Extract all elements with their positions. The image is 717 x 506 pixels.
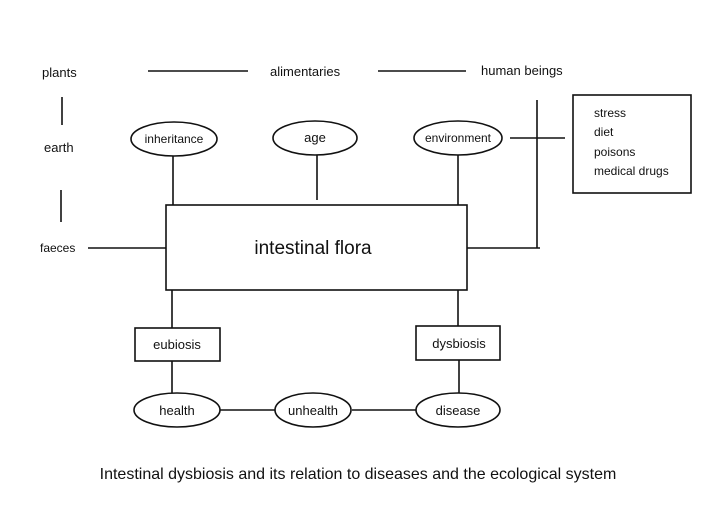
environment-label: environment — [425, 131, 492, 145]
age-label: age — [304, 130, 326, 145]
intestinal-flora-label: intestinal flora — [254, 238, 372, 259]
unhealth-node: unhealth — [274, 392, 352, 428]
alimentaries-label: alimentaries — [270, 64, 341, 79]
connectors — [60, 70, 565, 411]
eubiosis-label: eubiosis — [153, 337, 201, 352]
disease-label: disease — [436, 403, 481, 418]
environment-node: environment — [413, 120, 503, 156]
plants-label: plants — [42, 65, 77, 80]
dysbiosis-node: dysbiosis — [415, 325, 501, 361]
external-factors-box: stress diet poisons medical drugs — [572, 94, 692, 194]
age-node: age — [272, 120, 358, 156]
human-beings-label: human beings — [481, 63, 563, 78]
external-factor-item: poisons — [594, 145, 635, 159]
dysbiosis-label: dysbiosis — [432, 336, 486, 351]
figure-caption: Intestinal dysbiosis and its relation to… — [100, 466, 617, 483]
inheritance-node: inheritance — [130, 121, 218, 157]
intestinal-flora-node: intestinal flora — [165, 204, 468, 291]
external-factor-item: medical drugs — [594, 164, 669, 178]
earth-label: earth — [44, 140, 74, 155]
inheritance-label: inheritance — [145, 132, 204, 146]
external-factor-item: diet — [594, 125, 614, 139]
eubiosis-node: eubiosis — [134, 327, 221, 362]
disease-node: disease — [415, 392, 501, 428]
unhealth-label: unhealth — [288, 403, 338, 418]
faeces-label: faeces — [40, 241, 75, 255]
health-label: health — [159, 403, 194, 418]
external-factor-item: stress — [594, 106, 626, 120]
health-node: health — [133, 392, 221, 428]
